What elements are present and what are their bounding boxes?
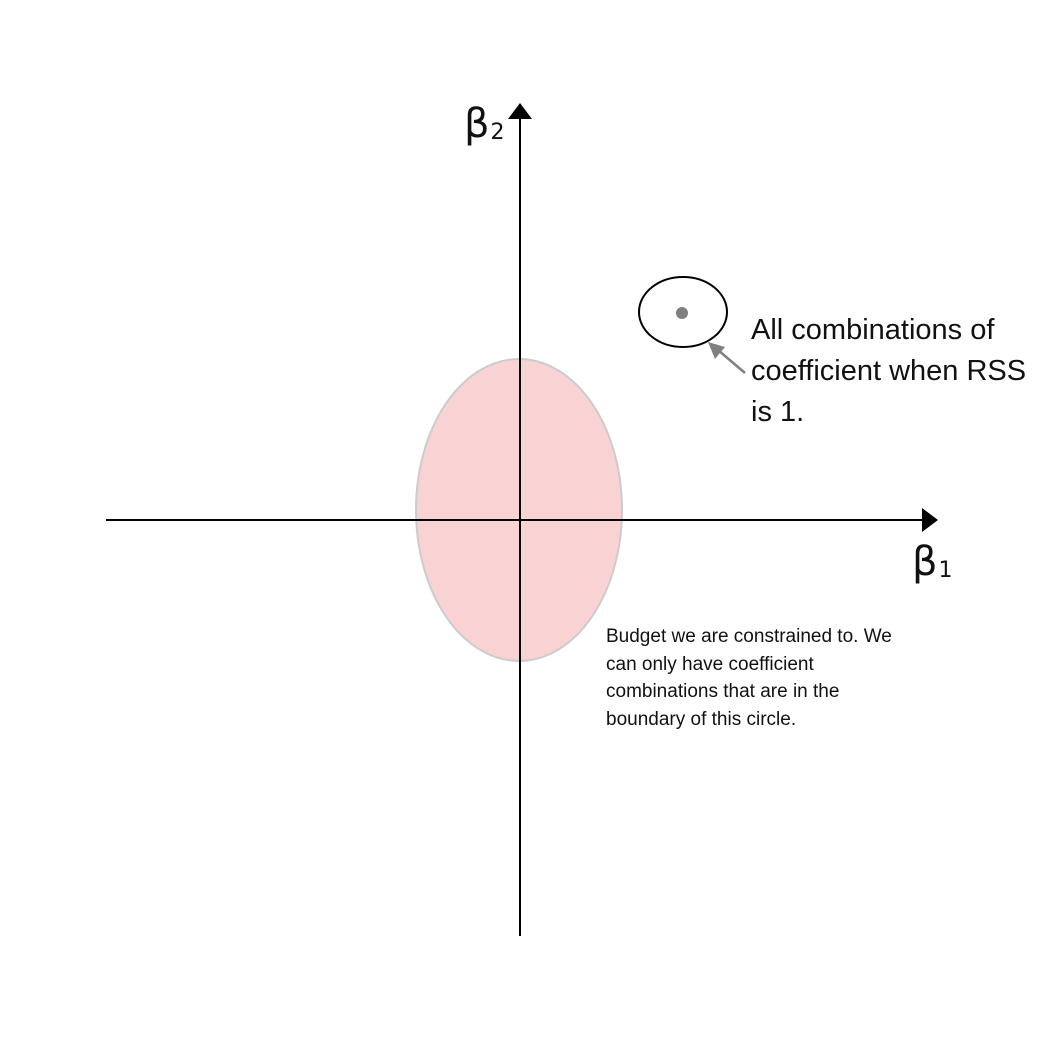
- least-squares-estimate-point: [676, 307, 688, 319]
- rss-pointer-arrow-shaft: [717, 349, 746, 374]
- beta2-subscript: 2: [490, 120, 505, 145]
- beta1-axis-arrowhead: [922, 508, 938, 532]
- beta2-symbol: β: [464, 101, 490, 147]
- beta2-axis-arrowhead: [508, 103, 532, 119]
- budget-constraint-annotation: Budget we are constrained to. We can onl…: [606, 626, 892, 730]
- rss-pointer-arrowhead: [708, 342, 725, 359]
- beta2-axis-label: β2: [464, 104, 505, 144]
- beta1-axis-label: β1: [912, 542, 953, 582]
- beta1-subscript: 1: [938, 558, 953, 583]
- beta1-symbol: β: [912, 539, 938, 585]
- rss-contour: [638, 276, 728, 348]
- rss-contour-annotation: All combinations of coefficient when RSS…: [751, 314, 1027, 428]
